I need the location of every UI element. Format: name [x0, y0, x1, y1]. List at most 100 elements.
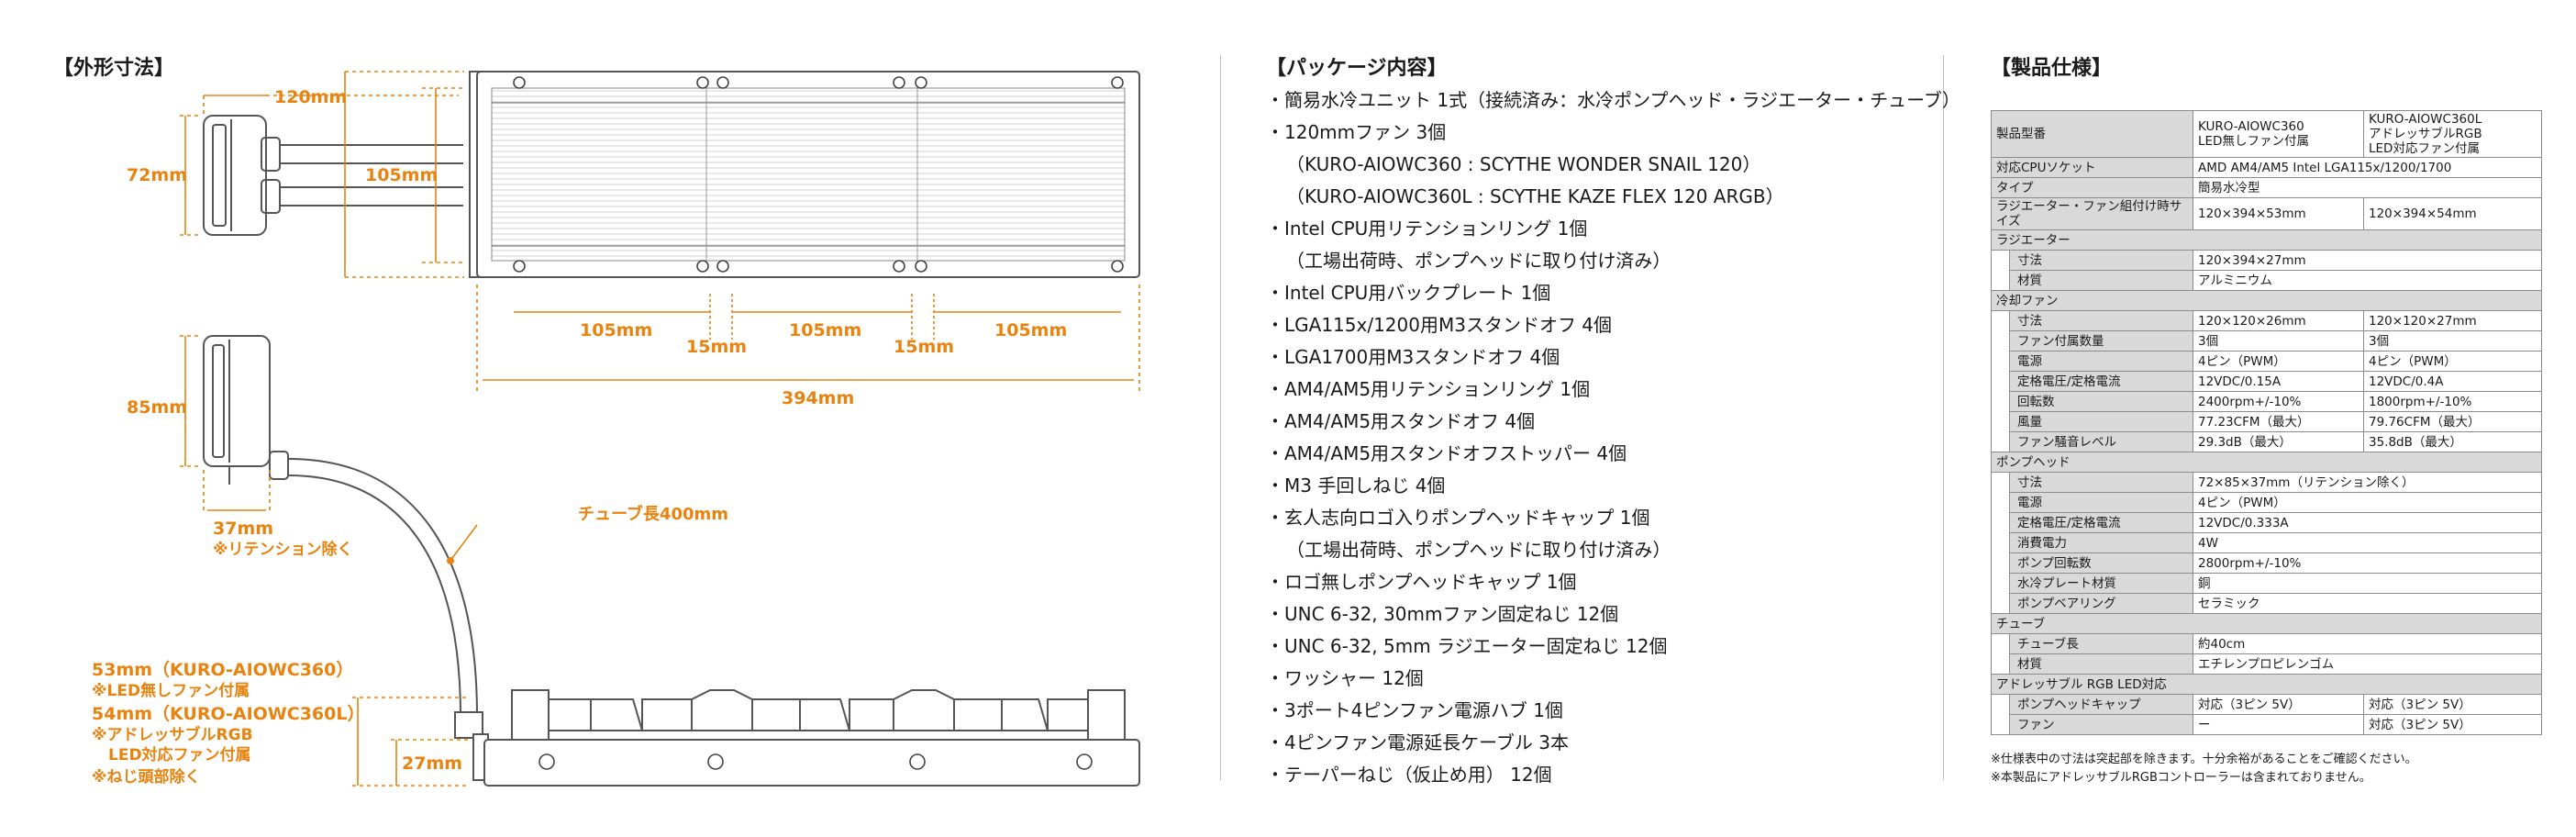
spec-label: 材質: [2009, 653, 2193, 675]
package-list: ・簡易水冷ユニット 1式（接続済み：水冷ポンプヘッド・ラジエーター・チューブ） ・…: [1266, 84, 1960, 791]
spec-value: 12VDC/0.333A: [2193, 512, 2542, 533]
retention-note: ※リテンション除く: [213, 540, 353, 559]
spec-section-pump: ポンプヘッド: [1991, 452, 2542, 473]
spec-value-b: 35.8dB（最大）: [2363, 431, 2542, 452]
dim-72mm: 72mm: [127, 165, 187, 185]
spec-value: 銅: [2193, 573, 2542, 594]
radiator-side-view: [472, 689, 1140, 787]
spec-value-a: 77.23CFM（最大）: [2193, 411, 2364, 432]
thickness-note-screw: ※ねじ頭部除く: [92, 768, 201, 787]
package-item: ・AM4/AM5用リテンションリング 1個: [1266, 378, 1591, 400]
spec-value: セラミック: [2193, 593, 2542, 614]
spec-label: ポンプ回転数: [2009, 552, 2193, 574]
package-item: ・ワッシャー 12個: [1266, 667, 1424, 689]
package-item: （工場出荷時、ポンプヘッドに取り付け済み）: [1286, 250, 1671, 272]
spec-section-label: チューブ: [1991, 613, 2542, 634]
spec-value-b: 対応（3ピン 5V）: [2363, 694, 2542, 715]
spec-value-a: 12VDC/0.15A: [2193, 371, 2364, 392]
spec-row-pump: ポンプベアリングセラミック: [1991, 593, 2542, 614]
package-item: ・Intel CPU用バックプレート 1個: [1266, 282, 1551, 304]
spec-section-fan: 冷却ファン: [1991, 290, 2542, 311]
spec-value: AMD AM4/AM5 Intel LGA115x/1200/1700: [2193, 157, 2542, 178]
spec-value: エチレンプロピレンゴム: [2193, 653, 2542, 675]
thickness-note-360l: 54mm（KURO-AIOWC360L）: [92, 704, 365, 724]
spec-value: 4ピン（PWM）: [2193, 492, 2542, 513]
spec-row-pump: 水冷プレート材質銅: [1991, 573, 2542, 594]
spec-label: 定格電圧/定格電流: [2009, 371, 2193, 392]
spec-label: 製品型番: [1991, 110, 2193, 158]
spec-value: 120×394×27mm: [2193, 250, 2542, 271]
spec-value: 2800rpm+/-10%: [2193, 552, 2542, 574]
spec-value-b: 120×394×54mm: [2363, 197, 2542, 230]
footnote-dimensions: ※仕様表中の寸法は突起部を除きます。十分余裕があることをご確認ください。: [1991, 753, 2417, 766]
spec-value: 約40cm: [2193, 633, 2542, 654]
package-item: ・3ポート4ピンファン電源ハブ 1個: [1266, 699, 1563, 721]
spec-section-label: 冷却ファン: [1991, 290, 2542, 311]
spec-value-a: 120×120×26mm: [2193, 310, 2364, 331]
spec-title: 【製品仕様】: [1991, 57, 2113, 80]
dim-15mm-gap1: 15mm: [686, 337, 747, 357]
tube-side-view: [287, 458, 483, 739]
side-dimension-lines: [180, 335, 478, 787]
package-item: ・Intel CPU用リテンションリング 1個: [1266, 218, 1588, 240]
dim-27mm: 27mm: [402, 753, 462, 774]
spec-value: アルミニウム: [2193, 270, 2542, 291]
spec-table: 製品型番 KURO-AIOWC360 LED無しファン付属 KURO-AIOWC…: [1991, 110, 2542, 735]
package-item: ・ロゴ無しポンプヘッドキャップ 1個: [1266, 571, 1577, 593]
package-item: （工場出荷時、ポンプヘッドに取り付け済み）: [1286, 539, 1671, 561]
spec-value-a: 4ピン（PWM）: [2193, 351, 2364, 372]
dim-120mm: 120mm: [274, 87, 347, 107]
spec-value-b: 3個: [2363, 330, 2542, 352]
package-item: ・AM4/AM5用スタンドオフ 4個: [1266, 410, 1536, 432]
package-item: ・簡易水冷ユニット 1式（接続済み：水冷ポンプヘッド・ラジエーター・チューブ）: [1266, 89, 1960, 111]
spec-label: 電源: [2009, 351, 2193, 372]
pump-head-front: [203, 115, 281, 236]
package-item: ・M3 手回しねじ 4個: [1266, 474, 1446, 497]
spec-row-rgb-fan: ファン ー 対応（3ピン 5V）: [1991, 714, 2542, 735]
spec-value-b: 12VDC/0.4A: [2363, 371, 2542, 392]
spec-section-rgb: アドレッサブル RGB LED対応: [1991, 674, 2542, 695]
package-item: ・120mmファン 3個: [1266, 121, 1447, 143]
pump-head-side: [203, 335, 289, 485]
spec-value-a: 29.3dB（最大）: [2193, 431, 2364, 452]
package-item: （KURO-AIOWC360L : SCYTHE KAZE FLEX 120 A…: [1286, 185, 1784, 207]
fans-side: [511, 689, 1126, 741]
spec-label: 寸法: [2009, 310, 2193, 331]
spec-row-type: タイプ 簡易水冷型: [1991, 177, 2542, 198]
spec-value-a: 2400rpm+/-10%: [2193, 391, 2364, 412]
package-item: ・LGA115x/1200用M3スタンドオフ 4個: [1266, 314, 1613, 336]
spec-row-rad-size: 寸法 120×394×27mm: [1991, 250, 2542, 271]
spec-label: タイプ: [1991, 177, 2193, 198]
spec-label: 対応CPUソケット: [1991, 157, 2193, 178]
divider-left: [1220, 55, 1221, 780]
spec-label: 寸法: [2009, 250, 2193, 271]
spec-label: 水冷プレート材質: [2009, 573, 2193, 594]
thickness-note-360l-sub1: ※アドレッサブルRGB: [92, 726, 253, 744]
spec-row-tube-length: チューブ長 約40cm: [1991, 633, 2542, 654]
package-item: ・4ピンファン電源延長ケーブル 3本: [1266, 731, 1570, 753]
thickness-note-360: 53mm（KURO-AIOWC360）: [92, 660, 354, 680]
dimension-diagram: 120mm 72mm 105mm 105mm 15mm 105mm 15mm 1…: [127, 71, 1140, 787]
spec-value: 72×85×37mm（リテンション除く）: [2193, 472, 2542, 493]
spec-label: ポンプベアリング: [2009, 593, 2193, 614]
spec-value-a: ー: [2193, 714, 2364, 735]
spec-section-radiator: ラジエーター: [1991, 229, 2542, 251]
package-item: （KURO-AIOWC360 : SCYTHE WONDER SNAIL 120…: [1286, 153, 1761, 175]
package-item: ・テーパーねじ（仮止め用） 12個: [1266, 764, 1552, 786]
package-item: ・UNC 6-32, 5mm ラジエーター固定ねじ 12個: [1266, 635, 1668, 657]
spec-label: ファン: [2009, 714, 2193, 735]
spec-section-label: ポンプヘッド: [1991, 452, 2542, 473]
package-item: ・玄人志向ロゴ入りポンプヘッドキャップ 1個: [1266, 507, 1650, 529]
spec-value-a: 120×394×53mm: [2193, 197, 2364, 230]
spec-value-b: 4ピン（PWM）: [2363, 351, 2542, 372]
spec-value-b: 120×120×27mm: [2363, 310, 2542, 331]
